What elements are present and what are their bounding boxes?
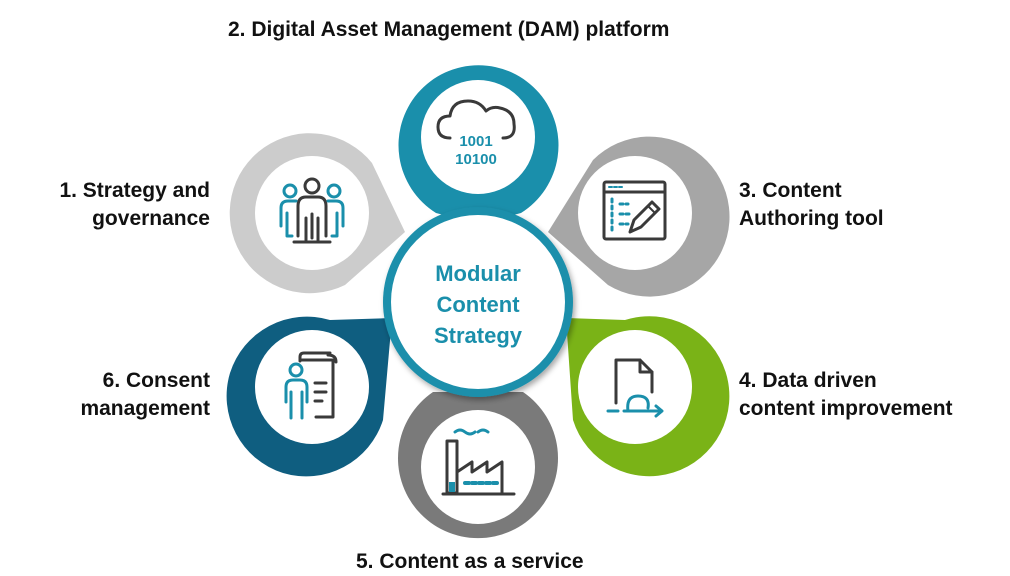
center-title-line1: Modular <box>435 261 521 286</box>
petal-strategy-governance <box>229 133 405 294</box>
label-strategy-line2: governance <box>92 207 210 230</box>
center-title: Modular Content Strategy <box>393 258 563 351</box>
petal-dam-platform <box>398 65 559 224</box>
code-editor-pen-icon <box>602 180 667 241</box>
petal-data-driven <box>566 316 730 477</box>
cloud-binary-icon: 1001 10100 <box>436 99 516 168</box>
label-caas-line1: 5. Content as a service <box>356 550 584 573</box>
label-dam-line1: 2. Digital Asset Management (DAM) platfo… <box>228 18 670 41</box>
center-title-line2: Content <box>436 292 520 317</box>
factory-icon <box>441 428 516 496</box>
label-strategy-governance: 1. Strategy and governance <box>59 177 210 233</box>
person-document-icon <box>284 351 338 420</box>
label-datadriven-line2: content improvement <box>739 397 953 420</box>
binary-top-text: 1001 <box>459 133 492 150</box>
label-consent-management: 6. Consent management <box>80 367 210 423</box>
label-data-driven: 4. Data driven content improvement <box>739 367 953 423</box>
label-strategy-line1: 1. Strategy and <box>59 179 210 202</box>
petal-consent-management <box>226 316 392 477</box>
label-content-as-service: 5. Content as a service <box>356 548 584 576</box>
label-consent-line2: management <box>80 397 210 420</box>
label-dam-platform: 2. Digital Asset Management (DAM) platfo… <box>228 16 669 44</box>
label-authoring-line2: Authoring tool <box>739 207 884 230</box>
label-authoring-line1: 3. Content <box>739 179 842 202</box>
petal-content-as-service <box>397 392 558 539</box>
center-hub <box>383 207 573 397</box>
document-loop-icon <box>606 358 664 418</box>
label-consent-line1: 6. Consent <box>102 369 210 392</box>
center-title-line3: Strategy <box>433 323 523 348</box>
people-group-icon <box>279 177 345 244</box>
label-datadriven-line1: 4. Data driven <box>739 369 877 392</box>
binary-bottom-text: 10100 <box>455 151 497 168</box>
label-content-authoring: 3. Content Authoring tool <box>739 177 884 233</box>
